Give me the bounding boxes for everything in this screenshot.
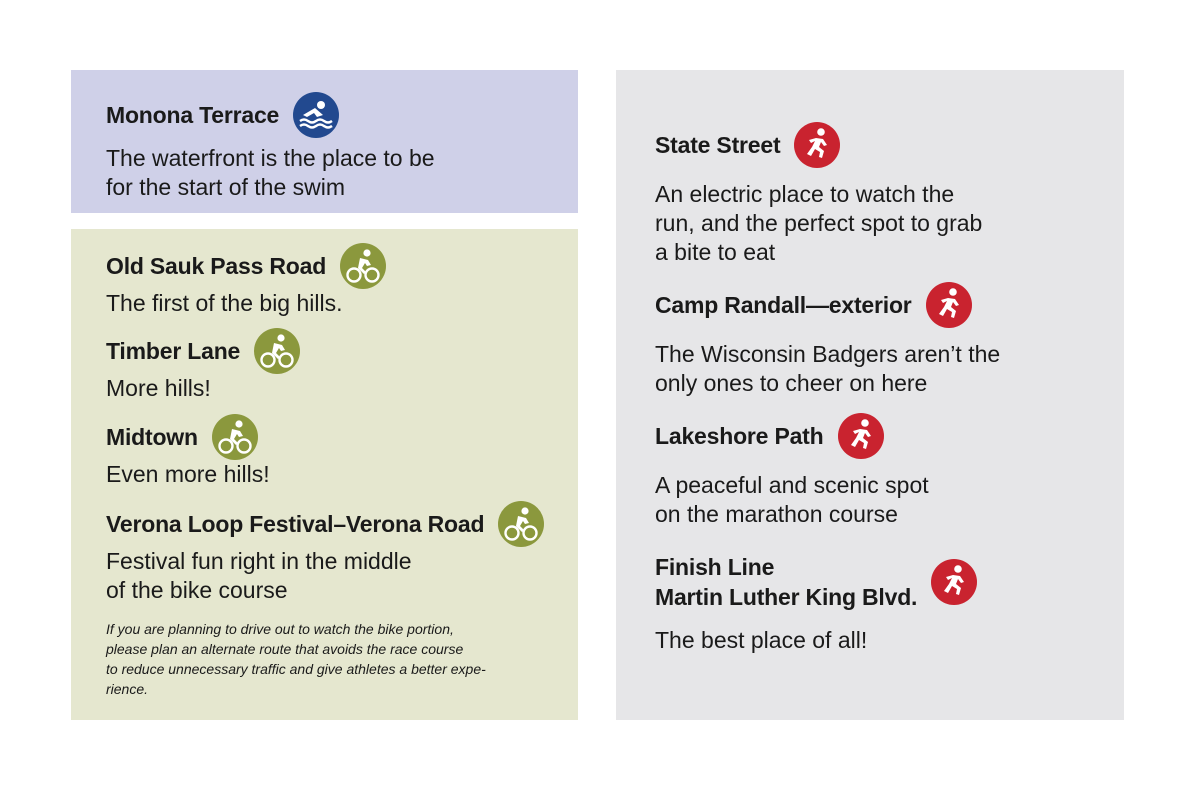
spot-title: Lakeshore Path [655,422,824,449]
run-icon [837,413,884,459]
spot-title: Finish Line Martin Luther King Blvd. [655,554,918,610]
spot-finish-line: Finish Line Martin Luther King Blvd. The… [655,552,978,655]
spot-title: State Street [655,131,781,158]
bike-icon [340,243,387,289]
spot-title: Midtown [106,423,198,450]
run-icon [931,559,978,605]
swim-icon [293,92,340,138]
spot-verona-loop: Verona Loop Festival–Verona Road Festiva… [106,501,545,605]
spot-timber-lane: Timber Lane More hills! [106,328,301,403]
run-panel: State Street An electric place to watch … [616,70,1124,720]
spot-description: More hills! [106,375,211,401]
bike-icon [498,501,545,547]
spot-title: Timber Lane [106,337,241,364]
spot-camp-randall: Camp Randall—exterior The Wisconsin Badg… [655,282,1000,398]
spot-description: A peaceful and scenic spot on the marath… [655,472,929,527]
bike-panel: Old Sauk Pass Road The first of the big … [71,229,578,720]
run-icon [794,122,841,168]
swim-panel: Monona Terrace The waterfront is the pla… [71,70,578,213]
spot-monona-terrace: Monona Terrace The waterfront is the pla… [106,92,435,202]
bike-icon [254,328,301,374]
spot-description: Festival fun right in the middle of the … [106,548,412,603]
spot-title: Camp Randall—exterior [655,291,912,318]
spot-title: Verona Loop Festival–Verona Road [106,510,485,537]
spot-old-sauk-pass-road: Old Sauk Pass Road The first of the big … [106,243,387,318]
spot-description: An electric place to watch the run, and … [655,181,983,265]
spot-title: Monona Terrace [106,101,280,128]
spot-state-street: State Street An electric place to watch … [655,122,982,267]
run-icon [925,282,972,328]
spot-lakeshore-path: Lakeshore Path A peaceful and scenic spo… [655,413,929,529]
spot-description: Even more hills! [106,461,270,487]
spot-description: The first of the big hills. [106,290,343,316]
bike-note: If you are planning to drive out to watc… [106,621,486,697]
spot-description: The best place of all! [655,627,868,653]
bike-icon [211,414,258,460]
spot-description: The waterfront is the place to be for th… [106,145,435,200]
spot-description: The Wisconsin Badgers aren’t the only on… [655,341,1001,396]
spot-title: Old Sauk Pass Road [106,252,327,279]
spot-midtown: Midtown Even more hills! [106,414,270,489]
